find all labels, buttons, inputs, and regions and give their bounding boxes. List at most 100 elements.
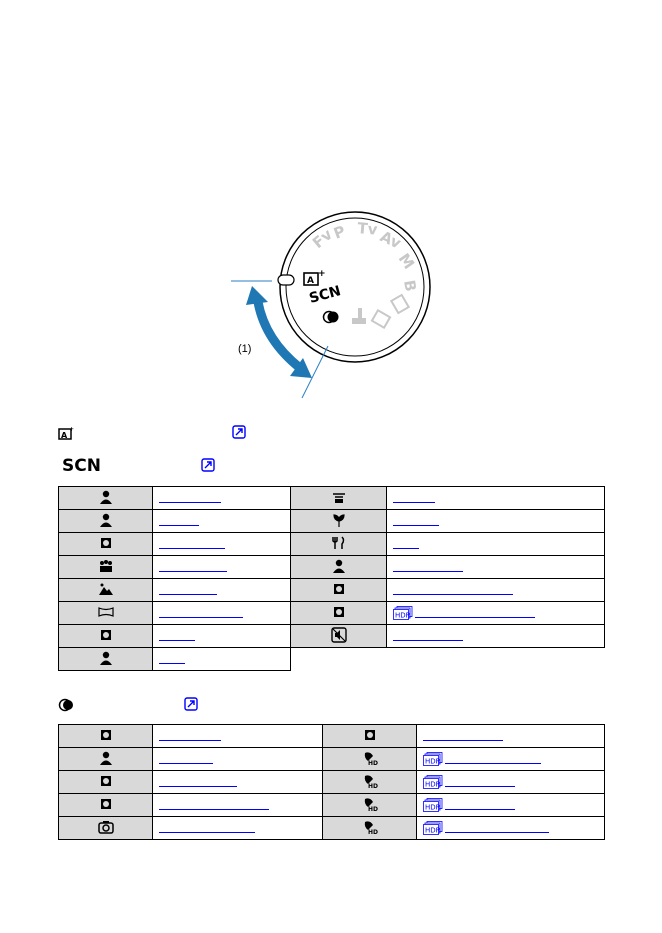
mode-page-link[interactable] [445,777,515,787]
mode-link-cell[interactable] [387,533,605,556]
mode-page-link[interactable] [393,585,513,595]
table-row [59,487,605,510]
mode-page-link[interactable] [415,608,535,618]
food-icon [331,535,347,551]
mode-icon-cell: HDR [323,771,417,794]
section-scene-intelligent-auto: A + [58,422,74,444]
mode-icon-cell: HDR [323,794,417,817]
svg-text:HDR: HDR [368,760,378,766]
mode-link-cell[interactable]: HDR [417,817,605,840]
mode-link-cell[interactable] [387,625,605,648]
mode-page-link[interactable] [159,800,269,810]
mode-page-link[interactable] [393,516,439,526]
mode-icon-cell [291,533,387,556]
callout-label: (1) [238,343,251,355]
mode-page-link[interactable] [159,823,255,833]
mode-page-link[interactable] [445,823,549,833]
handheld-night-scene-icon [331,581,347,597]
mode-link-cell[interactable]: HDR [417,748,605,771]
mode-link-cell[interactable] [153,648,291,671]
mode-icon-cell [291,602,387,625]
mode-page-link[interactable] [159,608,243,618]
close-up-icon [331,512,347,528]
mode-page-link[interactable] [159,731,221,741]
creative-filters-table: HDRHDRHDRHDRHDRHDRHDRHDR [58,724,605,840]
mode-icon-cell: HDR [323,748,417,771]
cross-reference-link-icon[interactable] [232,425,246,439]
mode-link-cell[interactable]: HDR [417,771,605,794]
table-row: HDR HDR [59,794,605,817]
table-row: HDR HDR [59,748,605,771]
hdr-badge-icon: HDR [423,752,443,766]
mode-link-cell[interactable] [387,579,605,602]
mode-link-cell[interactable] [387,487,605,510]
svg-text:+: + [69,426,74,433]
mode-link-cell[interactable] [153,556,291,579]
mode-page-link[interactable] [423,731,503,741]
night-portrait-icon [331,558,347,574]
scn-modes-table: HDR [58,486,605,671]
mode-link-cell[interactable] [153,625,291,648]
mode-link-cell[interactable] [153,725,323,748]
mode-icon-cell [59,771,153,794]
hdr-backlight-control-icon [331,604,347,620]
cross-reference-link-icon[interactable] [184,697,198,711]
mode-page-link[interactable] [445,800,515,810]
table-row [59,533,605,556]
mode-link-cell[interactable] [417,725,605,748]
mode-icon-cell [59,556,153,579]
mode-icon-cell [59,817,153,840]
mode-page-link[interactable] [159,516,199,526]
mode-page-link[interactable] [159,754,213,764]
svg-text:HDR: HDR [368,829,378,835]
mode-link-cell[interactable] [153,487,291,510]
mode-link-cell[interactable]: HDR [387,602,605,625]
mode-link-cell[interactable] [153,817,323,840]
fish-eye-effect-icon [98,773,114,789]
cross-reference-link-icon[interactable] [201,458,215,472]
table-row [59,579,605,602]
mode-page-link[interactable] [159,562,227,572]
mode-icon-cell [59,510,153,533]
mode-link-cell[interactable] [153,510,291,533]
mode-page-link[interactable] [159,654,185,664]
dial-index-mark [278,275,294,285]
svg-text:HDR: HDR [425,758,441,766]
hdr-art-bold-icon: HDR [362,796,378,812]
group-photo-icon [98,558,114,574]
landscape-icon [98,581,114,597]
mode-link-cell[interactable] [387,510,605,533]
grainy-bw-icon [98,727,114,743]
mode-page-link[interactable] [159,777,237,787]
mode-icon-cell [59,648,153,671]
svg-text:A: A [61,431,68,440]
mode-link-cell[interactable] [153,771,323,794]
silent-mode-icon [331,627,347,643]
mode-link-cell[interactable] [153,794,323,817]
mode-page-link[interactable] [159,631,195,641]
mode-link-cell[interactable] [387,556,605,579]
mode-page-link[interactable] [159,539,225,549]
mode-page-link[interactable] [159,585,217,595]
svg-text:HDR: HDR [368,783,378,789]
mode-icon-cell [59,794,153,817]
toy-camera-effect-icon [98,819,114,835]
mode-page-link[interactable] [393,539,419,549]
mode-icon-cell [59,533,153,556]
mode-page-link[interactable] [393,562,463,572]
mode-page-link[interactable] [393,631,463,641]
mode-link-cell[interactable] [153,748,323,771]
hdr-art-vivid-icon: HDR [362,773,378,789]
mode-page-link[interactable] [393,493,435,503]
mode-page-link[interactable] [445,754,541,764]
mode-icon-cell [291,625,387,648]
mode-link-cell[interactable]: HDR [417,794,605,817]
svg-text:HDR: HDR [425,781,441,789]
table-row [59,510,605,533]
empty-cell [291,648,387,671]
table-row [59,648,605,671]
mode-link-cell[interactable] [153,579,291,602]
mode-link-cell[interactable] [153,533,291,556]
mode-link-cell[interactable] [153,602,291,625]
mode-page-link[interactable] [159,493,221,503]
